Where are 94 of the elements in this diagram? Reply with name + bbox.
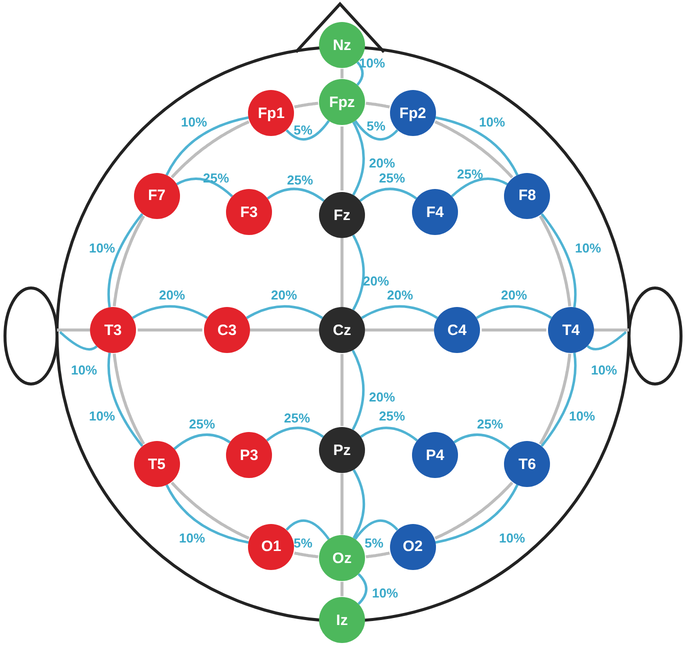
percent-label: 10%	[88, 242, 116, 254]
percent-label: 5%	[364, 536, 384, 550]
electrode-circle	[412, 432, 458, 478]
electrode-circle	[90, 307, 136, 353]
electrode-label: Iz	[336, 612, 348, 628]
electrode-circle	[204, 307, 250, 353]
percent-label: 10%	[568, 410, 596, 422]
electrode-circle	[319, 535, 365, 581]
percent-label: 10%	[372, 586, 398, 600]
electrode-label: Pz	[333, 442, 351, 458]
connector-line	[539, 215, 572, 306]
electrode-label: F4	[426, 204, 444, 220]
percent-label: 5%	[366, 120, 386, 132]
percent-label: 20%	[500, 288, 528, 302]
electrode-circle	[134, 441, 180, 487]
percent-label: 20%	[362, 274, 390, 288]
percent-label: 25%	[202, 172, 230, 184]
percent-label: 25%	[378, 410, 406, 422]
electrode-label: O1	[261, 538, 282, 556]
connector-line	[112, 354, 145, 445]
connector-line	[539, 354, 572, 445]
electrode-label: Fz	[334, 206, 350, 224]
connector-line	[340, 68, 344, 79]
electrode-circle	[390, 90, 436, 136]
connector-line	[340, 238, 344, 307]
percent-label: 25%	[286, 174, 314, 186]
electrode-label: O2	[402, 538, 423, 556]
electrode-label: P3	[240, 446, 258, 464]
connector-line	[482, 328, 546, 332]
percent-label: 10%	[88, 410, 116, 422]
connector-line	[366, 552, 390, 558]
connector-line	[340, 473, 344, 535]
percent-label: 25%	[456, 168, 484, 180]
percent-label: 20%	[386, 288, 414, 302]
connector-line	[138, 328, 202, 332]
connector-line	[294, 102, 318, 108]
electrode-circle	[319, 192, 365, 238]
percent-label: 5%	[294, 536, 312, 550]
percent-label: 25%	[188, 418, 216, 430]
electrode-label: F3	[240, 204, 258, 220]
electrode-circle	[412, 189, 458, 235]
connector-line	[340, 126, 344, 190]
percent-label: 10%	[358, 56, 386, 70]
connector-line	[294, 552, 318, 558]
electrode-label: C3	[217, 322, 237, 338]
percent-label: 5%	[294, 124, 312, 136]
electrode-circle	[319, 79, 365, 125]
electrode-label: T4	[562, 322, 580, 338]
electrode-circle	[226, 189, 272, 235]
percent-label: 20%	[368, 390, 396, 404]
electrode-circle	[504, 441, 550, 487]
electrode-label: Oz	[332, 550, 352, 566]
electrode-label: C4	[447, 322, 467, 338]
percent-label: 25%	[476, 418, 504, 430]
percent-label: 10%	[590, 364, 618, 376]
electrode-circle	[434, 307, 480, 353]
electrode-label: T5	[148, 456, 166, 472]
electrode-circle	[504, 172, 550, 219]
connector-line	[340, 581, 344, 597]
percent-label: 10%	[574, 242, 602, 254]
electrode-label: F8	[518, 187, 536, 204]
electrode-label: Nz	[332, 36, 352, 54]
percent-label: 25%	[378, 172, 406, 184]
percent-label: 10%	[178, 532, 206, 544]
electrode-label: P4	[426, 446, 444, 464]
electrode-label: Cz	[332, 322, 352, 338]
percent-label: 10%	[70, 364, 98, 376]
electrode-label: F7	[148, 187, 166, 204]
connector-line	[250, 328, 319, 332]
percent-label: 10%	[478, 116, 506, 128]
percent-label: 20%	[158, 288, 186, 302]
percent-label: 10%	[498, 532, 526, 544]
connector-line	[112, 215, 145, 306]
electrode-circle	[134, 172, 180, 219]
percent-label: 20%	[368, 156, 396, 170]
electrode-label: Fp2	[399, 104, 426, 122]
electrode-label: T3	[104, 322, 122, 338]
connector-line	[366, 102, 390, 108]
percent-label: 20%	[270, 288, 298, 302]
electrode-circle	[248, 90, 294, 136]
electrode-circle	[248, 524, 294, 570]
percent-label: 10%	[180, 116, 208, 128]
electrode-label: Fpz	[329, 94, 355, 110]
electrode-circle	[319, 307, 365, 353]
connector-line	[340, 354, 344, 426]
electrode-circle	[319, 597, 365, 643]
electrode-circle	[548, 307, 594, 353]
electrode-circle	[226, 432, 272, 478]
electrode-circle	[319, 427, 365, 473]
percent-label: 25%	[284, 412, 310, 424]
electrode-label: T6	[518, 456, 536, 472]
electrode-label: Fp1	[258, 104, 285, 122]
connector-line	[365, 328, 434, 332]
electrode-circle	[390, 524, 436, 570]
